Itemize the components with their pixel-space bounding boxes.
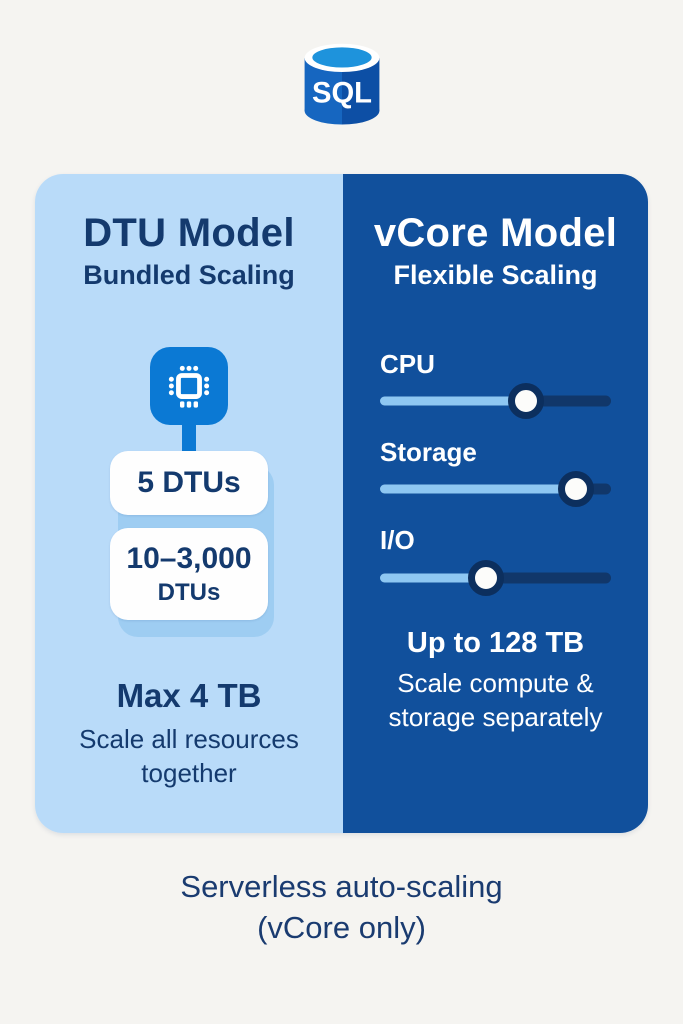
footer-line-2: (vCore only): [257, 910, 426, 946]
dtu-panel: DTU Model Bundled Scaling: [35, 174, 343, 833]
vcore-description: Scale compute & storage separately: [388, 667, 603, 732]
sql-database-icon: SQL: [296, 36, 388, 140]
vcore-max-storage-label: Up to 128 TB: [406, 626, 585, 659]
io-slider-group: I/O: [380, 525, 611, 596]
cpu-chip-glyph: [168, 365, 210, 408]
comparison-card: DTU Model Bundled Scaling: [35, 174, 648, 833]
storage-slider-label: Storage: [380, 437, 477, 468]
storage-slider-group: Storage: [380, 437, 611, 508]
dtu-max-storage-label: Max 4 TB: [116, 677, 262, 715]
footer-caption: Serverless auto-scaling (vCore only): [0, 866, 683, 948]
cpu-slider[interactable]: [380, 383, 611, 420]
cpu-slider-knob[interactable]: [507, 383, 544, 420]
storage-slider-track-filled: [380, 484, 577, 494]
dtu-value-stack: 5 DTUs 10–3,000 DTUs: [110, 451, 274, 638]
dtu-range-value: 10–3,000: [126, 542, 252, 576]
cpu-chip-icon: [150, 347, 228, 426]
dtu-panel-subtitle: Bundled Scaling: [83, 260, 295, 290]
dtu-panel-title: DTU Model: [83, 211, 295, 255]
cpu-slider-track-remaining: [525, 395, 611, 407]
vcore-panel: vCore Model Flexible Scaling CPU Storage: [343, 174, 648, 833]
io-slider-track-remaining: [486, 572, 611, 584]
cpu-slider-label: CPU: [380, 349, 435, 380]
io-slider-track-filled: [380, 573, 487, 583]
dtu-basic-value: 5 DTUs: [137, 466, 241, 500]
io-slider-knob[interactable]: [468, 559, 505, 596]
io-slider[interactable]: [380, 559, 611, 596]
dtu-basic-box: 5 DTUs: [110, 451, 268, 516]
storage-slider[interactable]: [380, 471, 611, 508]
dtu-range-box: 10–3,000 DTUs: [110, 528, 268, 621]
dtu-range-unit: DTUs: [157, 578, 221, 606]
sql-logo-text: SQL: [312, 78, 372, 110]
vcore-panel-title: vCore Model: [373, 211, 618, 255]
chip-connector-stem: [182, 425, 196, 452]
cpu-slider-track-filled: [380, 396, 526, 406]
vcore-sliders: CPU Storage I/O: [343, 349, 648, 596]
vcore-panel-subtitle: Flexible Scaling: [393, 260, 598, 290]
sql-database-cylinder-icon: SQL: [304, 43, 379, 125]
cpu-chip-assembly: [150, 347, 228, 452]
dtu-description: Scale all resources together: [79, 724, 299, 788]
io-slider-label: I/O: [380, 525, 415, 556]
storage-slider-knob[interactable]: [558, 471, 595, 508]
cpu-slider-group: CPU: [380, 349, 611, 420]
footer-line-1: Serverless auto-scaling: [180, 869, 503, 904]
